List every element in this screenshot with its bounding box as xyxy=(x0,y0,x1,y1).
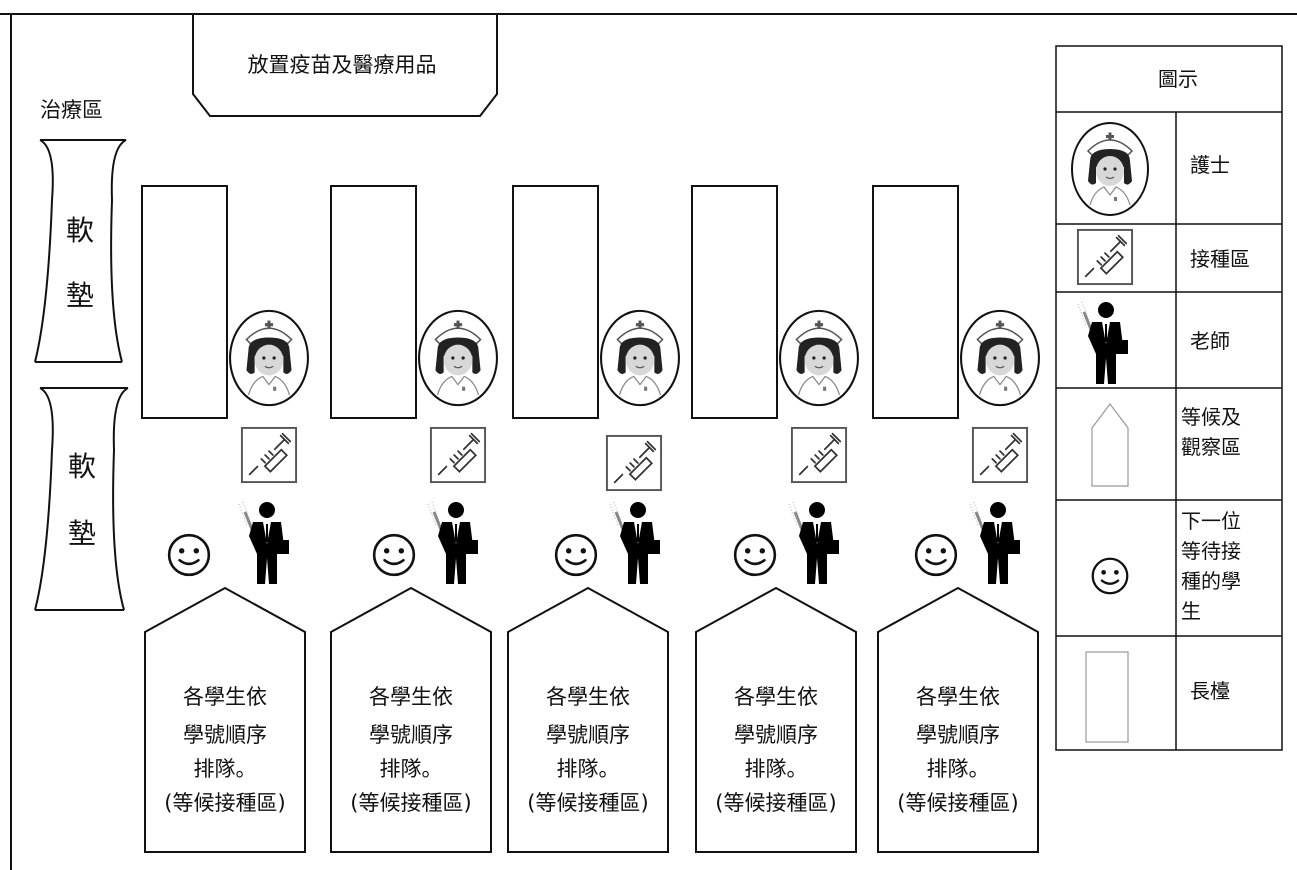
legend-label-next-1: 下一位 xyxy=(1181,509,1241,533)
waiting-area-text-line: 學號順序 xyxy=(546,723,630,747)
bench xyxy=(141,185,228,419)
teacher-icon xyxy=(968,500,1022,586)
syringe-icon xyxy=(240,426,298,484)
smiley-icon xyxy=(914,533,958,577)
waiting-area-text-line: (等候接種區) xyxy=(164,791,285,815)
smiley-icon xyxy=(372,533,416,577)
legend-label-bench: 長檯 xyxy=(1190,679,1230,703)
nurse-icon xyxy=(779,309,859,407)
waiting-area xyxy=(507,586,669,853)
waiting-area-text-line: (等候接種區) xyxy=(715,791,836,815)
waiting-area-text-line: 各學生依 xyxy=(369,685,453,709)
nurse-icon xyxy=(229,309,309,407)
smiley-icon xyxy=(554,533,598,577)
nurse-icon xyxy=(1070,121,1150,217)
legend-label-next-4: 生 xyxy=(1181,599,1201,623)
legend-label-waiting-2: 觀察區 xyxy=(1181,435,1241,459)
waiting-area-text-line: 學號順序 xyxy=(916,723,1000,747)
smiley-icon xyxy=(733,533,777,577)
waiting-area-text-line: (等候接種區) xyxy=(350,791,471,815)
waiting-area-text-line: 學號順序 xyxy=(734,723,818,747)
teacher-icon xyxy=(237,500,291,586)
waiting-area xyxy=(330,586,492,853)
treatment-area-label: 治療區 xyxy=(40,98,103,122)
legend-label-next-2: 等待接 xyxy=(1181,539,1241,563)
legend-label-waiting-1: 等候及 xyxy=(1181,405,1241,429)
syringe-icon xyxy=(1076,228,1134,286)
soft-mat-1: 軟 墊 xyxy=(34,139,127,363)
nurse-icon xyxy=(960,309,1040,407)
waiting-area-text-line: 排隊。 xyxy=(557,757,620,781)
waiting-area-icon xyxy=(1091,403,1129,487)
syringe-icon xyxy=(971,426,1029,484)
waiting-area-text-line: 各學生依 xyxy=(916,685,1000,709)
waiting-area-text-line: (等候接種區) xyxy=(527,791,648,815)
legend-label-syringe: 接種區 xyxy=(1190,247,1250,271)
syringe-icon xyxy=(429,426,487,484)
supply-area-shape xyxy=(192,13,498,117)
waiting-area xyxy=(695,586,857,853)
waiting-area-text-line: 排隊。 xyxy=(380,757,443,781)
waiting-area-text-line: (等候接種區) xyxy=(897,791,1018,815)
smiley-icon xyxy=(167,533,211,577)
syringe-icon xyxy=(605,434,663,492)
nurse-icon xyxy=(600,309,680,407)
bench-icon xyxy=(1085,651,1129,743)
waiting-area-text-line: 各學生依 xyxy=(183,685,267,709)
legend-title: 圖示 xyxy=(1158,67,1198,91)
waiting-area-text-line: 學號順序 xyxy=(183,723,267,747)
soft-mat-2: 軟 墊 xyxy=(34,387,129,611)
vaccination-stations: 各學生依學號順序排隊。(等候接種區)各學生依學號順序排隊。(等候接種區)各學生依… xyxy=(141,185,1040,853)
soft-mat-1-char-2: 墊 xyxy=(66,279,94,312)
soft-mat-2-char-2: 墊 xyxy=(68,517,96,550)
legend: 圖示 護士 接種區 老師 等候及 觀察區 下一位 等待接 種的學 生 長檯 xyxy=(1055,45,1283,751)
soft-mat-2-char-1: 軟 xyxy=(68,450,96,483)
bench xyxy=(691,185,778,419)
waiting-area-text-line: 排隊。 xyxy=(745,757,808,781)
waiting-area-text-line: 各學生依 xyxy=(734,685,818,709)
teacher-icon xyxy=(787,500,841,586)
supply-area-label: 放置疫苗及醫療用品 xyxy=(248,53,437,77)
soft-mat-1-char-1: 軟 xyxy=(66,214,94,247)
waiting-area xyxy=(144,586,306,853)
bench xyxy=(872,185,959,419)
waiting-area-text-line: 排隊。 xyxy=(194,757,257,781)
waiting-area-text-line: 排隊。 xyxy=(927,757,990,781)
legend-label-nurse: 護士 xyxy=(1190,153,1230,177)
waiting-area-text-line: 學號順序 xyxy=(369,723,453,747)
teacher-icon xyxy=(426,500,480,586)
nurse-icon xyxy=(418,309,498,407)
bench xyxy=(330,185,417,419)
teacher-icon xyxy=(608,500,662,586)
waiting-area xyxy=(877,586,1039,853)
legend-label-teacher: 老師 xyxy=(1190,329,1230,353)
bench xyxy=(512,185,599,419)
smiley-icon xyxy=(1091,557,1129,595)
syringe-icon xyxy=(790,426,848,484)
waiting-area-text-line: 各學生依 xyxy=(546,685,630,709)
legend-label-next-3: 種的學 xyxy=(1181,569,1241,593)
